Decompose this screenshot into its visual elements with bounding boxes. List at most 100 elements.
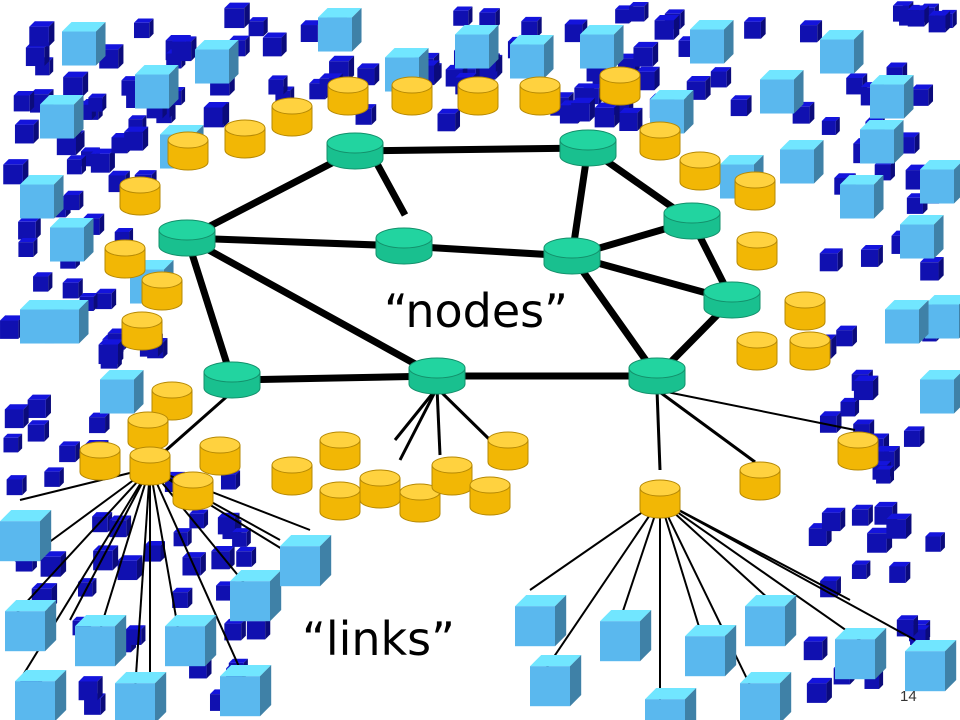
background-host-icon <box>3 433 23 453</box>
background-host-icon <box>125 625 146 645</box>
background-host-icon <box>744 17 766 39</box>
host-icon <box>920 370 960 414</box>
server-icon <box>679 151 721 191</box>
background-host-icon <box>806 677 832 703</box>
background-host-icon <box>224 2 250 29</box>
background-host-icon <box>66 155 87 175</box>
background-host-icon <box>876 465 895 484</box>
background-host-icon <box>821 117 840 135</box>
access-link <box>659 499 851 601</box>
background-host-icon <box>928 10 951 33</box>
core-link <box>354 144 589 155</box>
background-host-icon <box>124 126 149 151</box>
router-icon <box>703 281 761 319</box>
host-icon <box>645 688 697 720</box>
host-icon <box>580 25 624 69</box>
host-icon <box>685 625 737 677</box>
background-host-icon <box>851 560 871 579</box>
access-link <box>529 499 661 591</box>
background-host-icon <box>840 397 860 417</box>
background-host-icon <box>14 119 39 144</box>
background-host-icon <box>907 5 929 27</box>
server-icon <box>457 76 499 116</box>
access-link <box>19 467 151 501</box>
server-icon <box>129 446 171 486</box>
server-icon <box>391 76 433 116</box>
background-host-icon <box>821 507 846 532</box>
host-icon <box>780 140 824 184</box>
host-icon <box>20 175 64 219</box>
server-icon <box>271 456 313 496</box>
background-host-icon <box>90 148 115 173</box>
host-icon <box>230 570 282 622</box>
host-icon <box>510 35 554 79</box>
host-icon <box>515 595 567 647</box>
server-icon <box>487 431 529 471</box>
host-icon <box>115 672 167 720</box>
background-host-icon <box>109 515 132 538</box>
background-host-icon <box>803 636 828 661</box>
host-icon <box>760 70 804 114</box>
page-number: 14 <box>900 688 917 705</box>
router-icon <box>559 129 617 167</box>
access-link <box>659 499 861 641</box>
background-host-icon <box>925 532 945 552</box>
links-label: “links” <box>302 612 455 666</box>
background-host-icon <box>521 16 542 38</box>
background-host-icon <box>437 108 461 132</box>
hosts <box>0 510 957 720</box>
background-host-icon <box>819 411 842 433</box>
server-icon <box>837 431 879 471</box>
background-host-icon <box>62 278 83 299</box>
background-host-icon <box>173 528 192 547</box>
host-icon <box>195 40 239 84</box>
background-host-icon <box>479 8 500 29</box>
background-host-icon <box>594 102 620 128</box>
host-icon <box>740 672 792 720</box>
access-link <box>398 387 439 461</box>
nodes-label: “nodes” <box>384 284 568 338</box>
host-icon <box>900 215 944 259</box>
access-link <box>149 467 181 641</box>
background-host-icon <box>92 512 113 533</box>
server-icon <box>319 431 361 471</box>
background-host-icon <box>248 17 268 37</box>
host-icon <box>0 510 52 562</box>
host-icon <box>135 65 179 109</box>
host-icon <box>318 8 362 52</box>
router-icon <box>158 219 216 257</box>
access-link <box>149 467 246 681</box>
access-link <box>393 387 439 441</box>
host-icon <box>5 600 57 652</box>
background-host-icon <box>171 36 197 62</box>
background-host-icon <box>710 67 732 88</box>
background-host-icon <box>889 561 911 583</box>
host-icon <box>745 595 797 647</box>
background-host-icon <box>6 475 27 496</box>
background-host-icon <box>95 288 117 310</box>
background-host-icon <box>64 190 84 211</box>
host-icon <box>905 640 957 692</box>
background-host-icon <box>911 84 934 106</box>
server-icon <box>599 66 641 106</box>
background-host-icon <box>98 339 124 365</box>
background-host-icon <box>633 41 659 67</box>
access-link <box>659 499 701 631</box>
background-host-icon <box>144 540 165 562</box>
host-icon <box>600 610 652 662</box>
background-host-icon <box>33 272 53 292</box>
background-host-icon <box>63 71 89 97</box>
access-link <box>544 499 661 671</box>
background-host-icon <box>453 6 473 26</box>
background-host-icon <box>236 546 257 567</box>
server-icon <box>121 311 163 351</box>
server-icon <box>127 411 169 451</box>
access-link <box>149 467 281 541</box>
access-links <box>9 386 916 700</box>
server-icon <box>327 76 369 116</box>
background-host-icon <box>896 615 919 637</box>
server-icon <box>167 131 209 171</box>
background-host-icon <box>730 95 752 117</box>
background-host-icon <box>886 513 912 539</box>
background-host-icon <box>18 237 38 258</box>
